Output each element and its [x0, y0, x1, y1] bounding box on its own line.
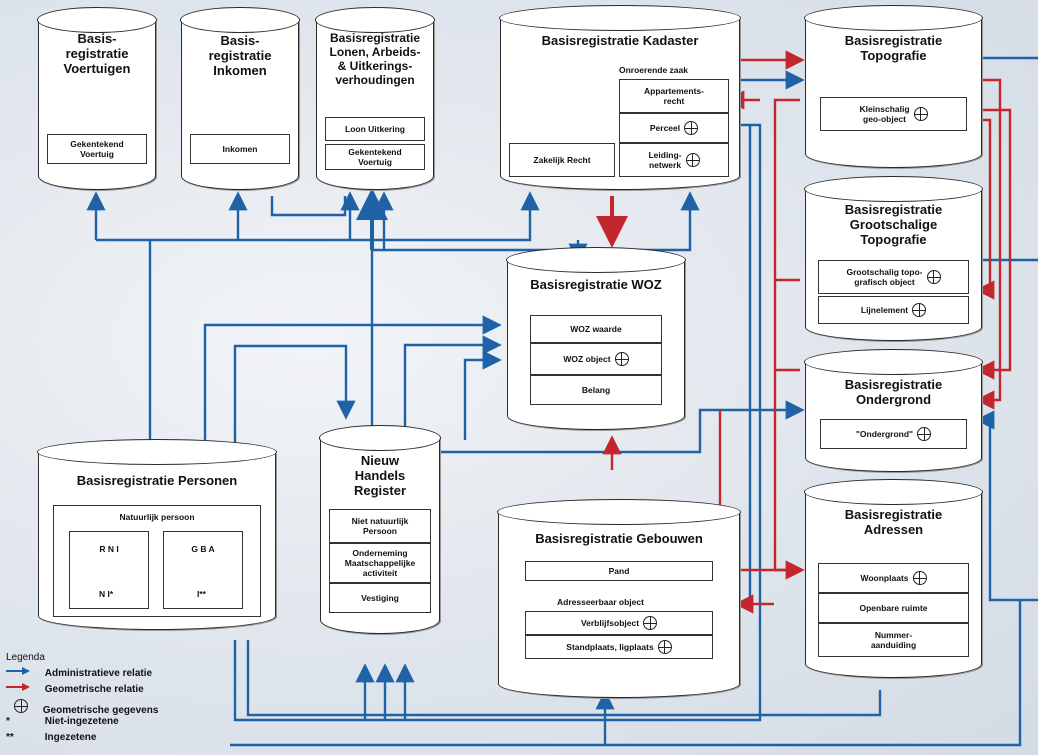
legend-star2: ** [6, 732, 14, 743]
cylinder-ondergrond: Basisregistratie Ondergrond "Ondergrond" [804, 349, 983, 472]
topografie-title: Basisregistratie Topografie [844, 33, 943, 63]
legend-geo-label: Geometrische relatie [44, 684, 144, 695]
cylinder-kadaster: Basisregistratie Kadaster Onroerende zaa… [499, 5, 741, 190]
globe-icon [14, 699, 28, 713]
personen-gba: G B A [163, 531, 243, 609]
personen-i-label: I** [197, 589, 206, 599]
lonen-title: Basisregistratie Lonen, Arbeids- & Uitke… [329, 31, 421, 87]
woz-title: Basisregistratie WOZ [530, 277, 662, 292]
cylinder-inkomen: Basis- registratie Inkomen Inkomen [180, 7, 300, 190]
globe-icon [684, 121, 699, 135]
grootschalig-lijnelement: Lijnelement [818, 296, 969, 324]
gebouwen-standplaats: Standplaats, ligplaats [525, 635, 713, 659]
kadaster-leiding-label: Leiding- netwerk [648, 150, 682, 170]
nhr-title: Nieuw Handels Register [353, 453, 407, 498]
gebouwen-pand: Pand [525, 561, 713, 581]
adressen-wp-label: Woonplaats [860, 573, 909, 583]
adressen-woonplaats: Woonplaats [818, 563, 969, 593]
lonen-box-voertuig: Gekentekend Voertuig [325, 144, 425, 170]
personen-gba-label: G B A [191, 544, 215, 554]
legend-star: * [6, 716, 10, 727]
gebouwen-ao-label: Adresseerbaar object [557, 597, 644, 607]
ondergrond-box-label: "Ondergrond" [855, 429, 914, 439]
legend-ing: ** Ingezetene [6, 732, 96, 743]
legend-niet-label: Niet-ingezetene [44, 716, 119, 727]
cylinder-grootschalig: Basisregistratie Grootschalige Topografi… [804, 176, 983, 341]
kadaster-perceel-label: Perceel [649, 123, 681, 133]
inkomen-box: Inkomen [190, 134, 290, 164]
cylinder-adressen: Basisregistratie Adressen Woonplaats Ope… [804, 479, 983, 678]
globe-icon [912, 303, 927, 317]
adressen-title: Basisregistratie Adressen [844, 507, 943, 537]
gebouwen-title: Basisregistratie Gebouwen [535, 531, 703, 546]
ondergrond-box: "Ondergrond" [820, 419, 967, 449]
topografie-box: Kleinschalig geo-object [820, 97, 967, 131]
legend-geodata: Geometrische gegevens [6, 699, 158, 716]
cylinder-nhr: Nieuw Handels Register Niet natuurlijk P… [319, 425, 441, 634]
personen-ni-label: N I* [99, 589, 114, 599]
globe-icon [614, 352, 629, 366]
nhr-niet-natuurlijk: Niet natuurlijk Persoon [329, 509, 431, 543]
globe-icon [917, 427, 932, 441]
cylinder-lonen: Basisregistratie Lonen, Arbeids- & Uitke… [315, 7, 435, 190]
legend-geo: Geometrische relatie [6, 682, 144, 695]
voertuigen-box: Gekentekend Voertuig [47, 134, 147, 164]
cylinder-personen: Basisregistratie Personen Natuurlijk per… [37, 439, 277, 630]
legend-geodata-label: Geometrische gegevens [42, 705, 159, 716]
globe-icon [926, 270, 941, 284]
ondergrond-title: Basisregistratie Ondergrond [844, 377, 943, 407]
kadaster-appartement: Appartements- recht [619, 79, 729, 113]
gebouwen-verblijfsobject: Verblijfsobject [525, 611, 713, 635]
lonen-box-loon: Loon Uitkering [325, 117, 425, 141]
gebouwen-vo-label: Verblijfsobject [580, 618, 640, 628]
grootschalig-lijn-label: Lijnelement [860, 305, 909, 315]
adressen-nummeraanduiding: Nummer- aanduiding [818, 623, 969, 657]
woz-object-label: WOZ object [563, 354, 611, 364]
globe-icon [913, 107, 928, 121]
personen-rni-label: R N I [99, 544, 119, 554]
kadaster-zaak-label: Onroerende zaak [619, 65, 688, 75]
woz-waarde: WOZ waarde [530, 315, 662, 343]
personen-rni: R N I [69, 531, 149, 609]
grootschalig-title: Basisregistratie Grootschalige Topografi… [844, 202, 943, 247]
voertuigen-title: Basis- registratie Voertuigen [63, 31, 131, 76]
woz-object: WOZ object [530, 343, 662, 375]
woz-belang: Belang [530, 375, 662, 405]
grootschalig-object: Grootschalig topo- grafisch object [818, 260, 969, 294]
topografie-box-label: Kleinschalig geo-object [859, 104, 910, 124]
kadaster-perceel: Perceel [619, 113, 729, 143]
grootschalig-object-label: Grootschalig topo- grafisch object [846, 267, 923, 287]
globe-icon [912, 571, 927, 585]
kadaster-leiding: Leiding- netwerk [619, 143, 729, 177]
personen-np-label: Natuurlijk persoon [119, 512, 195, 522]
kadaster-title: Basisregistratie Kadaster [541, 33, 699, 48]
blue-arrow-icon [6, 667, 30, 675]
legend-niet: * Niet-ingezetene [6, 716, 119, 727]
globe-icon [685, 153, 700, 167]
cylinder-voertuigen: Basis- registratie Voertuigen Gekenteken… [37, 7, 157, 190]
nhr-vestiging: Vestiging [329, 583, 431, 613]
legend-admin: Administratieve relatie [6, 666, 152, 679]
cylinder-topografie: Basisregistratie Topografie Kleinschalig… [804, 5, 983, 168]
inkomen-title: Basis- registratie Inkomen [208, 33, 272, 78]
adressen-openbare-ruimte: Openbare ruimte [818, 593, 969, 623]
cylinder-gebouwen: Basisregistratie Gebouwen Pand Adresseer… [497, 499, 741, 698]
personen-title: Basisregistratie Personen [76, 473, 238, 488]
legend-title: Legenda [6, 652, 45, 663]
globe-icon [643, 616, 658, 630]
kadaster-zakelijk-recht: Zakelijk Recht [509, 143, 615, 177]
red-arrow-icon [6, 683, 30, 691]
legend-admin-label: Administratieve relatie [44, 668, 153, 679]
cylinder-woz: Basisregistratie WOZ WOZ waarde WOZ obje… [506, 247, 686, 430]
legend-ing-label: Ingezetene [44, 732, 97, 743]
gebouwen-sp-label: Standplaats, ligplaats [566, 642, 654, 652]
globe-icon [657, 640, 672, 654]
nhr-onderneming: Onderneming Maatschappelijke activiteit [329, 543, 431, 583]
